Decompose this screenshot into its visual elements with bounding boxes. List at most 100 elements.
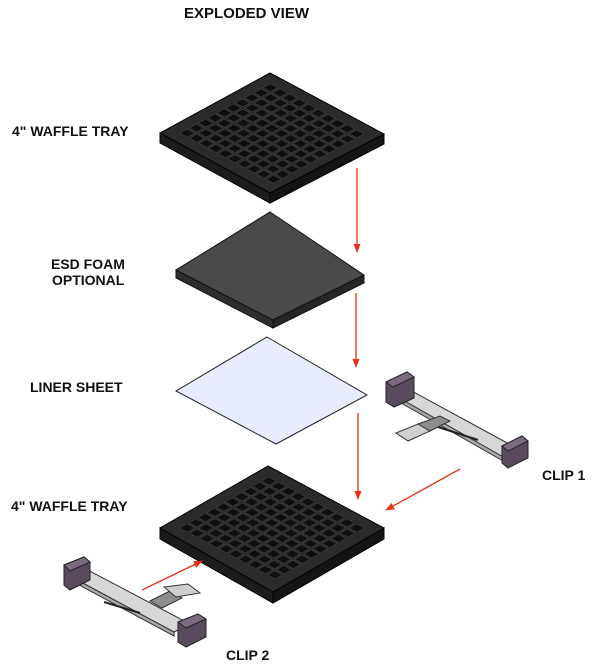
waffle-pocket	[234, 502, 251, 512]
waffle-pocket	[246, 154, 262, 164]
waffle-pocket	[284, 539, 300, 548]
waffle-pocket	[261, 487, 278, 496]
waffle-pocket	[310, 119, 327, 128]
waffle-pocket	[256, 554, 273, 564]
waffle-pocket	[235, 118, 252, 128]
waffle-pocket	[236, 139, 252, 148]
waffle-pocket	[237, 544, 253, 554]
waffle-pocket	[236, 159, 253, 169]
waffle-pocket	[252, 492, 269, 502]
waffle-pocket	[227, 154, 243, 163]
waffle-pocket	[243, 497, 260, 507]
waffle-pocket	[282, 103, 298, 113]
waffle-pocket	[224, 497, 241, 507]
waffle-pocket	[282, 114, 299, 123]
waffle-pocket	[274, 544, 291, 554]
waffle-pocket	[256, 169, 272, 179]
waffle-pocket	[238, 554, 254, 564]
waffle-pocket	[274, 159, 291, 169]
label-esd-foam-optional: OPTIONAL	[52, 272, 125, 288]
waffle-pocket	[254, 513, 270, 522]
waffle-pocket	[320, 528, 337, 538]
clip-1-end-right-top	[501, 435, 529, 452]
waffle-pocket	[245, 144, 262, 153]
waffle-pocket	[302, 539, 319, 548]
waffle-pocket	[228, 549, 244, 559]
waffle-pocket	[293, 544, 310, 554]
waffle-pocket	[227, 144, 243, 153]
clip-1-body	[392, 389, 522, 459]
waffle-pocket	[262, 497, 279, 507]
waffle-pocket	[189, 134, 205, 143]
waffle-pocket	[263, 93, 279, 103]
waffle-pocket	[235, 523, 252, 533]
waffle-pocket	[246, 539, 262, 548]
waffle-pocket	[285, 560, 301, 569]
waffle-pocket	[207, 113, 223, 123]
assembly-arrows	[141, 168, 461, 591]
waffle-pocket	[329, 119, 346, 128]
waffle-pocket	[253, 502, 270, 512]
waffle-pocket	[255, 534, 272, 543]
waffle-pocket	[311, 523, 327, 533]
waffle-pocket	[245, 528, 262, 538]
waffle-pocket	[282, 508, 298, 517]
waffle-pocket	[188, 518, 205, 528]
waffle-pocket	[265, 154, 281, 164]
waffle-pocket	[247, 549, 263, 559]
top-tray-pockets	[179, 83, 365, 184]
waffle-pocket	[293, 534, 309, 543]
arrow-clip1-to-tray	[385, 468, 461, 511]
waffle-pocket	[244, 103, 261, 113]
waffle-pocket	[257, 565, 274, 574]
waffle-pocket	[264, 134, 280, 143]
top-tray-face	[158, 72, 386, 194]
waffle-pocket	[301, 518, 318, 528]
clip-2-end-left-top	[63, 556, 91, 572]
waffle-pocket	[252, 482, 268, 491]
waffle-pocket	[339, 124, 355, 133]
waffle-pocket	[235, 129, 252, 138]
waffle-pocket	[216, 118, 233, 128]
waffle-pocket	[282, 124, 299, 133]
waffle-pocket	[255, 159, 272, 169]
waffle-pocket	[283, 134, 299, 143]
waffle-pocket	[270, 482, 287, 491]
waffle-pocket	[179, 523, 196, 533]
waffle-pocket	[309, 502, 326, 512]
waffle-pocket	[310, 109, 327, 118]
waffle-pocket	[272, 513, 289, 522]
waffle-pocket	[282, 518, 299, 528]
waffle-pocket	[188, 123, 205, 133]
waffle-pocket	[281, 497, 297, 507]
waffle-pocket	[290, 492, 306, 502]
waffle-pocket	[292, 119, 308, 128]
waffle-pocket	[275, 554, 292, 564]
top-waffle-tray	[158, 72, 386, 204]
waffle-pocket	[236, 149, 253, 158]
waffle-pocket	[300, 508, 317, 517]
waffle-pocket	[302, 154, 319, 164]
waffle-pocket	[263, 114, 280, 123]
waffle-pocket	[273, 129, 290, 138]
waffle-pocket	[272, 88, 288, 98]
waffle-pocket	[245, 518, 261, 528]
waffle-pocket	[283, 144, 300, 154]
bottom-tray-pockets	[179, 476, 365, 580]
waffle-pocket	[301, 104, 317, 113]
label-clip-2: CLIP 2	[226, 647, 270, 663]
waffle-pocket	[247, 560, 264, 569]
clip-2	[63, 556, 208, 648]
arrow-clip2-to-tray	[141, 560, 203, 591]
waffle-pocket	[272, 502, 288, 512]
waffle-pocket	[245, 134, 262, 143]
waffle-pocket	[291, 502, 307, 512]
label-clip-1: CLIP 1	[542, 467, 586, 483]
waffle-pocket	[293, 149, 309, 159]
waffle-pocket	[283, 154, 300, 164]
waffle-pocket	[311, 534, 328, 543]
waffle-pocket	[226, 113, 242, 123]
label-bottom-waffle-tray: 4" WAFFLE TRAY	[11, 498, 128, 514]
waffle-pocket	[254, 108, 270, 118]
